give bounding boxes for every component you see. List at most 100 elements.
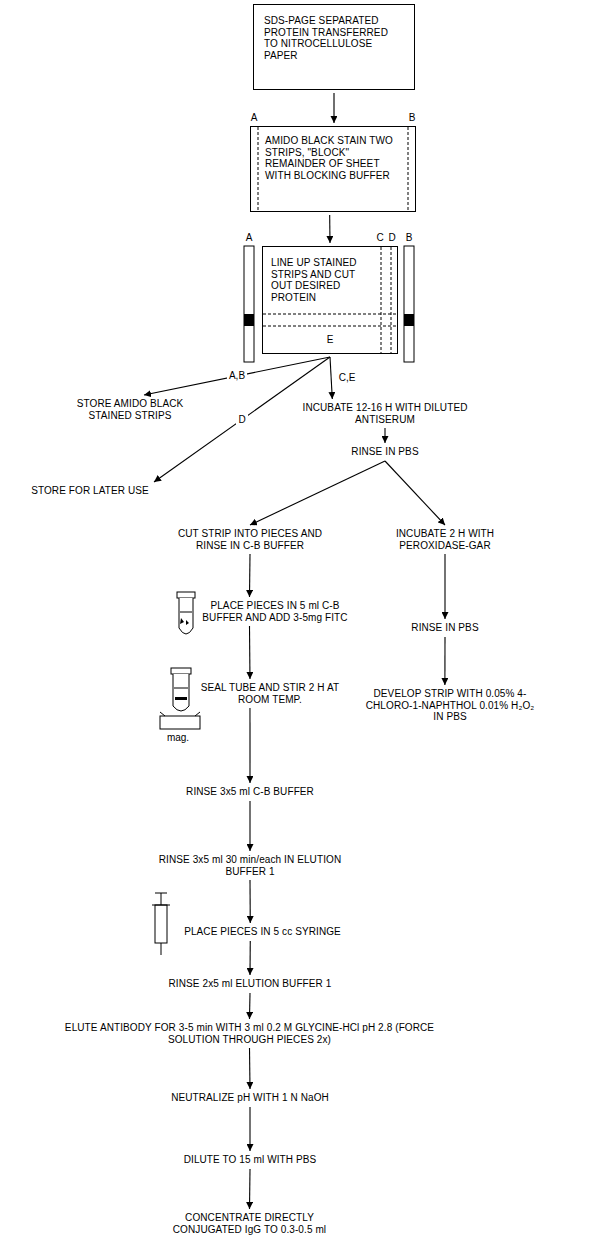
step-label: INCUBATE 12-16 H WITH DILUTED ANTISERUM [300, 402, 470, 425]
stirrer-edge [195, 712, 200, 716]
step-text: INCUBATE 2 H WITH PEROXIDASE-GAR [385, 528, 505, 551]
flow-arrow [250, 461, 385, 525]
band-letter: E [327, 334, 334, 346]
step-label: DEVELOP STRIP WITH 0.05% 4-CHLORO-1-NAPH… [365, 688, 535, 723]
step-text: STORE AMIDO BLACK STAINED STRIPS [60, 398, 200, 421]
step-text: RINSE IN PBS [400, 622, 490, 634]
flow-arrow [249, 1048, 251, 1089]
syringe-tip [161, 943, 162, 955]
flow-arrow [249, 626, 251, 679]
strip-letter: B [406, 232, 413, 244]
band-cut-line [263, 326, 397, 327]
step-text: SEAL TUBE AND STIR 2 H AT ROOM TEMP. [200, 682, 340, 705]
branch-label: C,E [337, 372, 358, 384]
flow-arrow [444, 637, 445, 685]
strip-letter: B [409, 112, 416, 124]
step-label: PLACE PIECES IN 5 cc SYRINGE [175, 926, 350, 938]
step-text: RINSE 2x5 ml ELUTION BUFFER 1 [125, 978, 375, 990]
flow-arrow [444, 554, 445, 619]
step-text: INCUBATE 12-16 H WITH DILUTED ANTISERUM [300, 402, 470, 425]
strip-pieces [180, 618, 189, 625]
step-text: PLACE PIECES IN 5 cc SYRINGE [175, 926, 350, 938]
step-text: ELUTE ANTIBODY FOR 3-5 min WITH 3 ml 0.2… [62, 1022, 437, 1045]
stirrer-label: mag. [167, 732, 189, 744]
band-cut-line [263, 314, 397, 315]
stained-strip [244, 246, 254, 362]
strip-letter: D [388, 232, 395, 244]
step-label: RINSE IN PBS [400, 622, 490, 634]
step-label: DILUTE TO 15 ml WITH PBS [100, 1154, 400, 1166]
strip-letter: A [251, 112, 258, 124]
syringe-barrel [155, 905, 167, 943]
sheet-box: AMIDO BLACK STAIN TWO STRIPS, "BLOCK" RE… [250, 126, 416, 212]
sheet-box: SDS-PAGE SEPARATED PROTEIN TRANSFERRED T… [253, 4, 415, 90]
step-text: RINSE 3x5 ml 30 min/each IN ELUTION BUFF… [155, 854, 345, 877]
step-label: RINSE 3x5 ml 30 min/each IN ELUTION BUFF… [155, 854, 345, 877]
strip-cut-line [381, 247, 382, 353]
liquid-level [174, 688, 188, 689]
flow-arrow [333, 93, 334, 123]
branch-label: A,B [227, 370, 247, 382]
step-text: DEVELOP STRIP WITH 0.05% 4-CHLORO-1-NAPH… [365, 688, 535, 723]
step-text: PLACE PIECES IN 5 ml C-B BUFFER AND ADD … [200, 600, 350, 623]
strip-letter: C [376, 232, 383, 244]
flow-arrow [249, 801, 250, 851]
step-text: DILUTE TO 15 ml WITH PBS [100, 1154, 400, 1166]
flow-arrow [154, 357, 330, 482]
branch-label: D [236, 414, 247, 426]
stirrer-edge [160, 712, 165, 716]
step-label: INCUBATE 2 H WITH PEROXIDASE-GAR [385, 528, 505, 551]
step-label: STORE AMIDO BLACK STAINED STRIPS [60, 398, 200, 421]
flow-arrow [384, 428, 385, 443]
syringe-flange [152, 905, 170, 906]
flow-arrow [385, 461, 445, 525]
tube-cap [177, 592, 195, 598]
stained-band [404, 314, 414, 326]
stir-bar [175, 697, 187, 700]
step-label: RINSE IN PBS [330, 446, 440, 458]
strip-cut-line [258, 127, 259, 211]
step-text: RINSE 3x5 ml C-B BUFFER [155, 786, 345, 798]
liquid-level [180, 612, 192, 613]
step-label: RINSE 2x5 ml ELUTION BUFFER 1 [125, 978, 375, 990]
flow-arrow [249, 880, 250, 923]
step-label: CUT STRIP INTO PIECES AND RINSE IN C-B B… [166, 528, 334, 551]
strip-cut-line [408, 127, 409, 211]
flow-arrow [249, 1169, 251, 1209]
step-label: CONCENTRATE DIRECTLY CONJUGATED IgG TO 0… [157, 1212, 342, 1235]
flow-arrow [249, 993, 251, 1019]
flow-arrow [249, 554, 251, 597]
flow-arrow [249, 1107, 250, 1151]
step-label: NEUTRALIZE pH WITH 1 N NaOH [100, 1092, 400, 1104]
strip-cut-line [391, 247, 392, 353]
step-label: ELUTE ANTIBODY FOR 3-5 min WITH 3 ml 0.2… [62, 1022, 437, 1045]
stained-strip [404, 246, 414, 362]
flow-arrow [249, 708, 250, 783]
step-text: RINSE IN PBS [330, 446, 440, 458]
stained-band [244, 314, 254, 326]
step-label: SDS-PAGE SEPARATED PROTEIN TRANSFERRED T… [264, 15, 404, 61]
step-text: CONCENTRATE DIRECTLY CONJUGATED IgG TO 0… [157, 1212, 342, 1235]
flow-arrow [330, 357, 332, 399]
step-label: AMIDO BLACK STAIN TWO STRIPS, "BLOCK" RE… [265, 135, 401, 181]
step-text: NEUTRALIZE pH WITH 1 N NaOH [100, 1092, 400, 1104]
step-label: STORE FOR LATER USE [10, 485, 170, 497]
step-label: LINE UP STAINED STRIPS AND CUT OUT DESIR… [271, 257, 375, 303]
flow-arrow [144, 357, 330, 395]
step-text: CUT STRIP INTO PIECES AND RINSE IN C-B B… [166, 528, 334, 551]
flow-arrow [249, 941, 250, 975]
magnetic-stirrer [160, 716, 200, 729]
tube-cap [171, 668, 191, 674]
test-tube [179, 598, 193, 634]
strip-letter: A [246, 232, 253, 244]
step-label: SEAL TUBE AND STIR 2 H AT ROOM TEMP. [200, 682, 340, 705]
step-label: PLACE PIECES IN 5 ml C-B BUFFER AND ADD … [200, 600, 350, 623]
test-tube [173, 674, 189, 711]
flow-arrow [329, 215, 330, 243]
step-text: STORE FOR LATER USE [10, 485, 170, 497]
